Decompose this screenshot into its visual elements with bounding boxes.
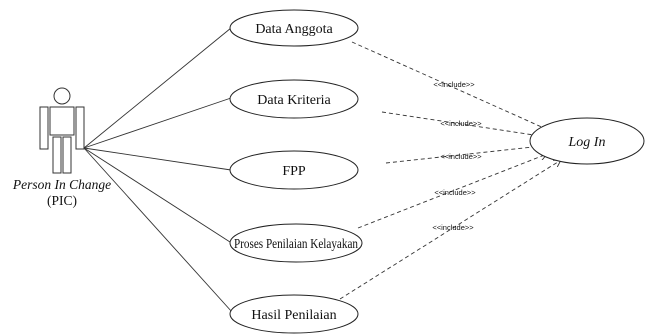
association-fpp	[83, 147, 232, 171]
association-data-kriteria	[83, 97, 232, 149]
association-data-anggota	[83, 27, 232, 149]
use-case-ellipse	[229, 79, 359, 119]
association-proses-penilaian-kelayakan	[83, 147, 231, 243]
include-line-data-anggota	[351, 41, 555, 133]
actor-abbreviation: (PIC)	[47, 193, 77, 208]
use-case-label: Data Anggota	[255, 22, 333, 37]
use-case-data-kriteria: Data Kriteria	[229, 79, 359, 119]
actor-pic: Person In Change (PIC)	[12, 87, 111, 208]
use-case-label: Proses Penilaian Kelayakan	[234, 237, 358, 252]
use-case-ellipse	[229, 9, 359, 47]
actor-head	[53, 87, 71, 105]
include-line-proses-penilaian-kelayakan	[357, 154, 547, 229]
use-case-log-in: Log In	[529, 117, 645, 165]
use-case-fpp: FPP	[229, 150, 359, 190]
use-case-label: Log In	[568, 135, 606, 150]
actor-body	[49, 106, 75, 136]
actor-right-arm	[75, 106, 85, 150]
include-label-data-kriteria: <<include>>	[440, 119, 482, 128]
use-case-ellipse	[229, 223, 363, 263]
actor-left-arm	[39, 106, 49, 150]
include-dependencies: <<include>> <<include>> <<include>> <<in…	[339, 41, 561, 300]
association-hasil-penilaian	[83, 147, 233, 313]
use-case-data-anggota: Data Anggota	[229, 9, 359, 47]
use-case-ellipse	[229, 150, 359, 190]
include-label-data-anggota: <<include>>	[433, 80, 475, 89]
use-case-hasil-penilaian: Hasil Penilaian	[229, 294, 359, 334]
use-case-ellipse	[529, 117, 645, 165]
actor-left-leg	[52, 136, 62, 174]
actor-right-leg	[62, 136, 72, 174]
actor-name: Person In Change	[12, 177, 111, 192]
include-line-fpp	[385, 146, 542, 164]
use-case-label: Hasil Penilaian	[251, 308, 336, 323]
include-label-hasil-penilaian: <<include>>	[432, 223, 474, 232]
use-case-label: Data Kriteria	[257, 93, 331, 108]
associations	[83, 27, 233, 313]
use-case-label: FPP	[282, 164, 306, 179]
use-case-proses-penilaian-kelayakan: Proses Penilaian Kelayakan	[229, 223, 363, 263]
include-line-hasil-penilaian	[339, 160, 561, 300]
include-label-fpp: <<include>>	[440, 152, 482, 161]
use-case-ellipse	[229, 294, 359, 334]
include-label-proses-penilaian-kelayakan: <<include>>	[434, 188, 476, 197]
